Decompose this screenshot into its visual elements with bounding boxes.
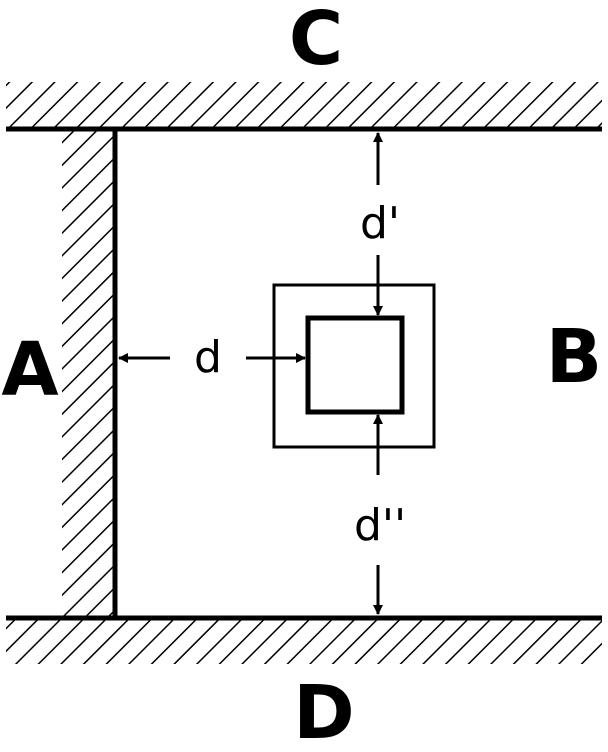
top-wall-hatching [6,82,602,128]
dimension-d-prime: d' [360,132,400,316]
left-wall-hatching [62,131,114,617]
label-b: B [546,314,602,400]
top-wall [6,82,602,132]
dimension-d: d [118,332,306,383]
inner-square [305,315,405,415]
dimension-d-double-prime: d'' [354,414,406,615]
square-conductor [272,283,436,449]
label-d-prime: d' [360,198,400,249]
label-d-double-prime: d'' [354,500,406,551]
bottom-wall-hatching [6,620,602,664]
bottom-wall [6,615,602,664]
left-wall [62,129,118,618]
label-c: C [289,0,343,82]
label-d: d [194,332,222,383]
label-d-wall: D [293,670,354,752]
label-a: A [1,327,58,413]
outer-square [272,283,436,449]
